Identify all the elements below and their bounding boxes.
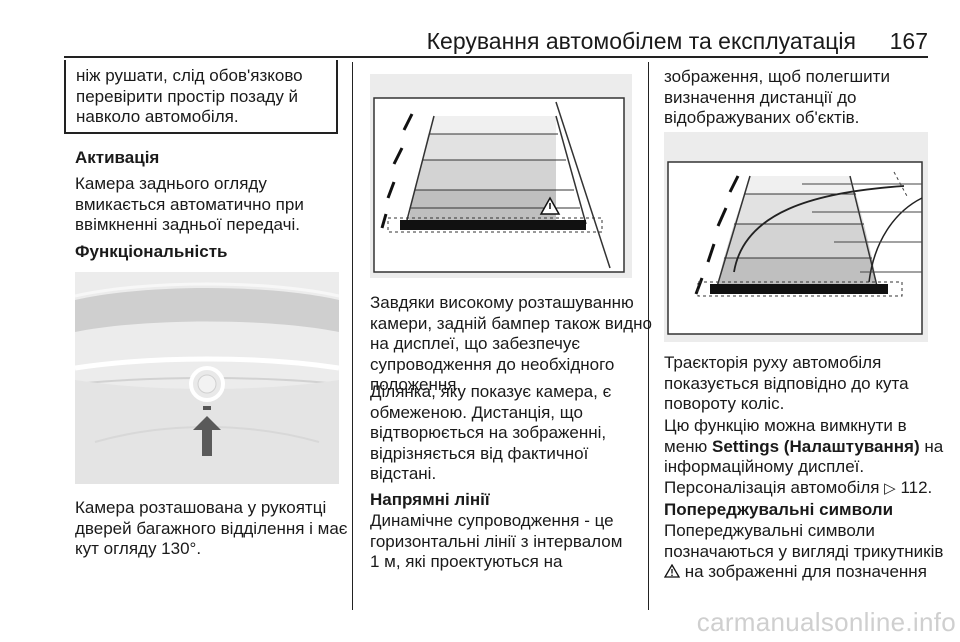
tailgate-camera-illustration xyxy=(75,272,339,484)
rear-camera-display-static-guidelines xyxy=(370,74,632,278)
settings-menu-label: Settings (Налаштування) xyxy=(712,436,920,456)
trajectory-text: Траєкторія руху автомобіля показується в… xyxy=(664,353,909,413)
continuation-text: зображення, щоб полегшити визначення дис… xyxy=(664,67,890,127)
camera-caption: Камера розташована у рукоятці дверей баг… xyxy=(75,498,348,558)
watermark: carmanualsonline.info xyxy=(696,607,956,637)
warning-heading: Попереджувальні символи xyxy=(664,500,894,519)
guidelines-heading: Напрямні лінії xyxy=(370,490,490,509)
note-text: ніж рушати, слід обов'язково перевірити … xyxy=(76,66,303,126)
settings-text: Цю функцію можна вимкнути в меню Setting… xyxy=(664,416,944,497)
page-number: 167 xyxy=(889,28,928,54)
column-divider xyxy=(352,62,353,610)
header-rule xyxy=(64,56,928,58)
paragraph-bumper: Завдяки високому розташуванню камери, за… xyxy=(370,293,653,394)
tailgate-figure xyxy=(75,272,339,484)
paragraph-distance: Ділянка, яку показує камера, є обмеженою… xyxy=(370,382,612,483)
activation-text: Камера заднього огляду вмикається автома… xyxy=(75,174,304,234)
guidelines-text: Динамічне супроводження - це горизонталь… xyxy=(370,511,623,571)
warning-text: Попереджувальні символи позначаються у в… xyxy=(664,521,944,581)
note-box: ніж рушати, слід обов'язково перевірити … xyxy=(64,60,338,134)
dynamic-trajectory-figure xyxy=(664,132,928,342)
arrow-reference-icon: ▷ xyxy=(884,479,896,497)
rear-camera-display-dynamic-trajectory xyxy=(664,132,928,342)
page-header: Керування автомобілем та експлуатація 16… xyxy=(64,22,928,58)
activation-heading: Активація xyxy=(75,148,160,167)
page-title: Керування автомобілем та експлуатація xyxy=(426,28,856,54)
page-reference-link[interactable]: 112. xyxy=(900,477,933,497)
warning-triangle-icon xyxy=(664,564,680,578)
column-divider xyxy=(648,62,649,610)
static-guidelines-figure xyxy=(370,74,632,278)
function-heading: Функціональність xyxy=(75,242,228,261)
